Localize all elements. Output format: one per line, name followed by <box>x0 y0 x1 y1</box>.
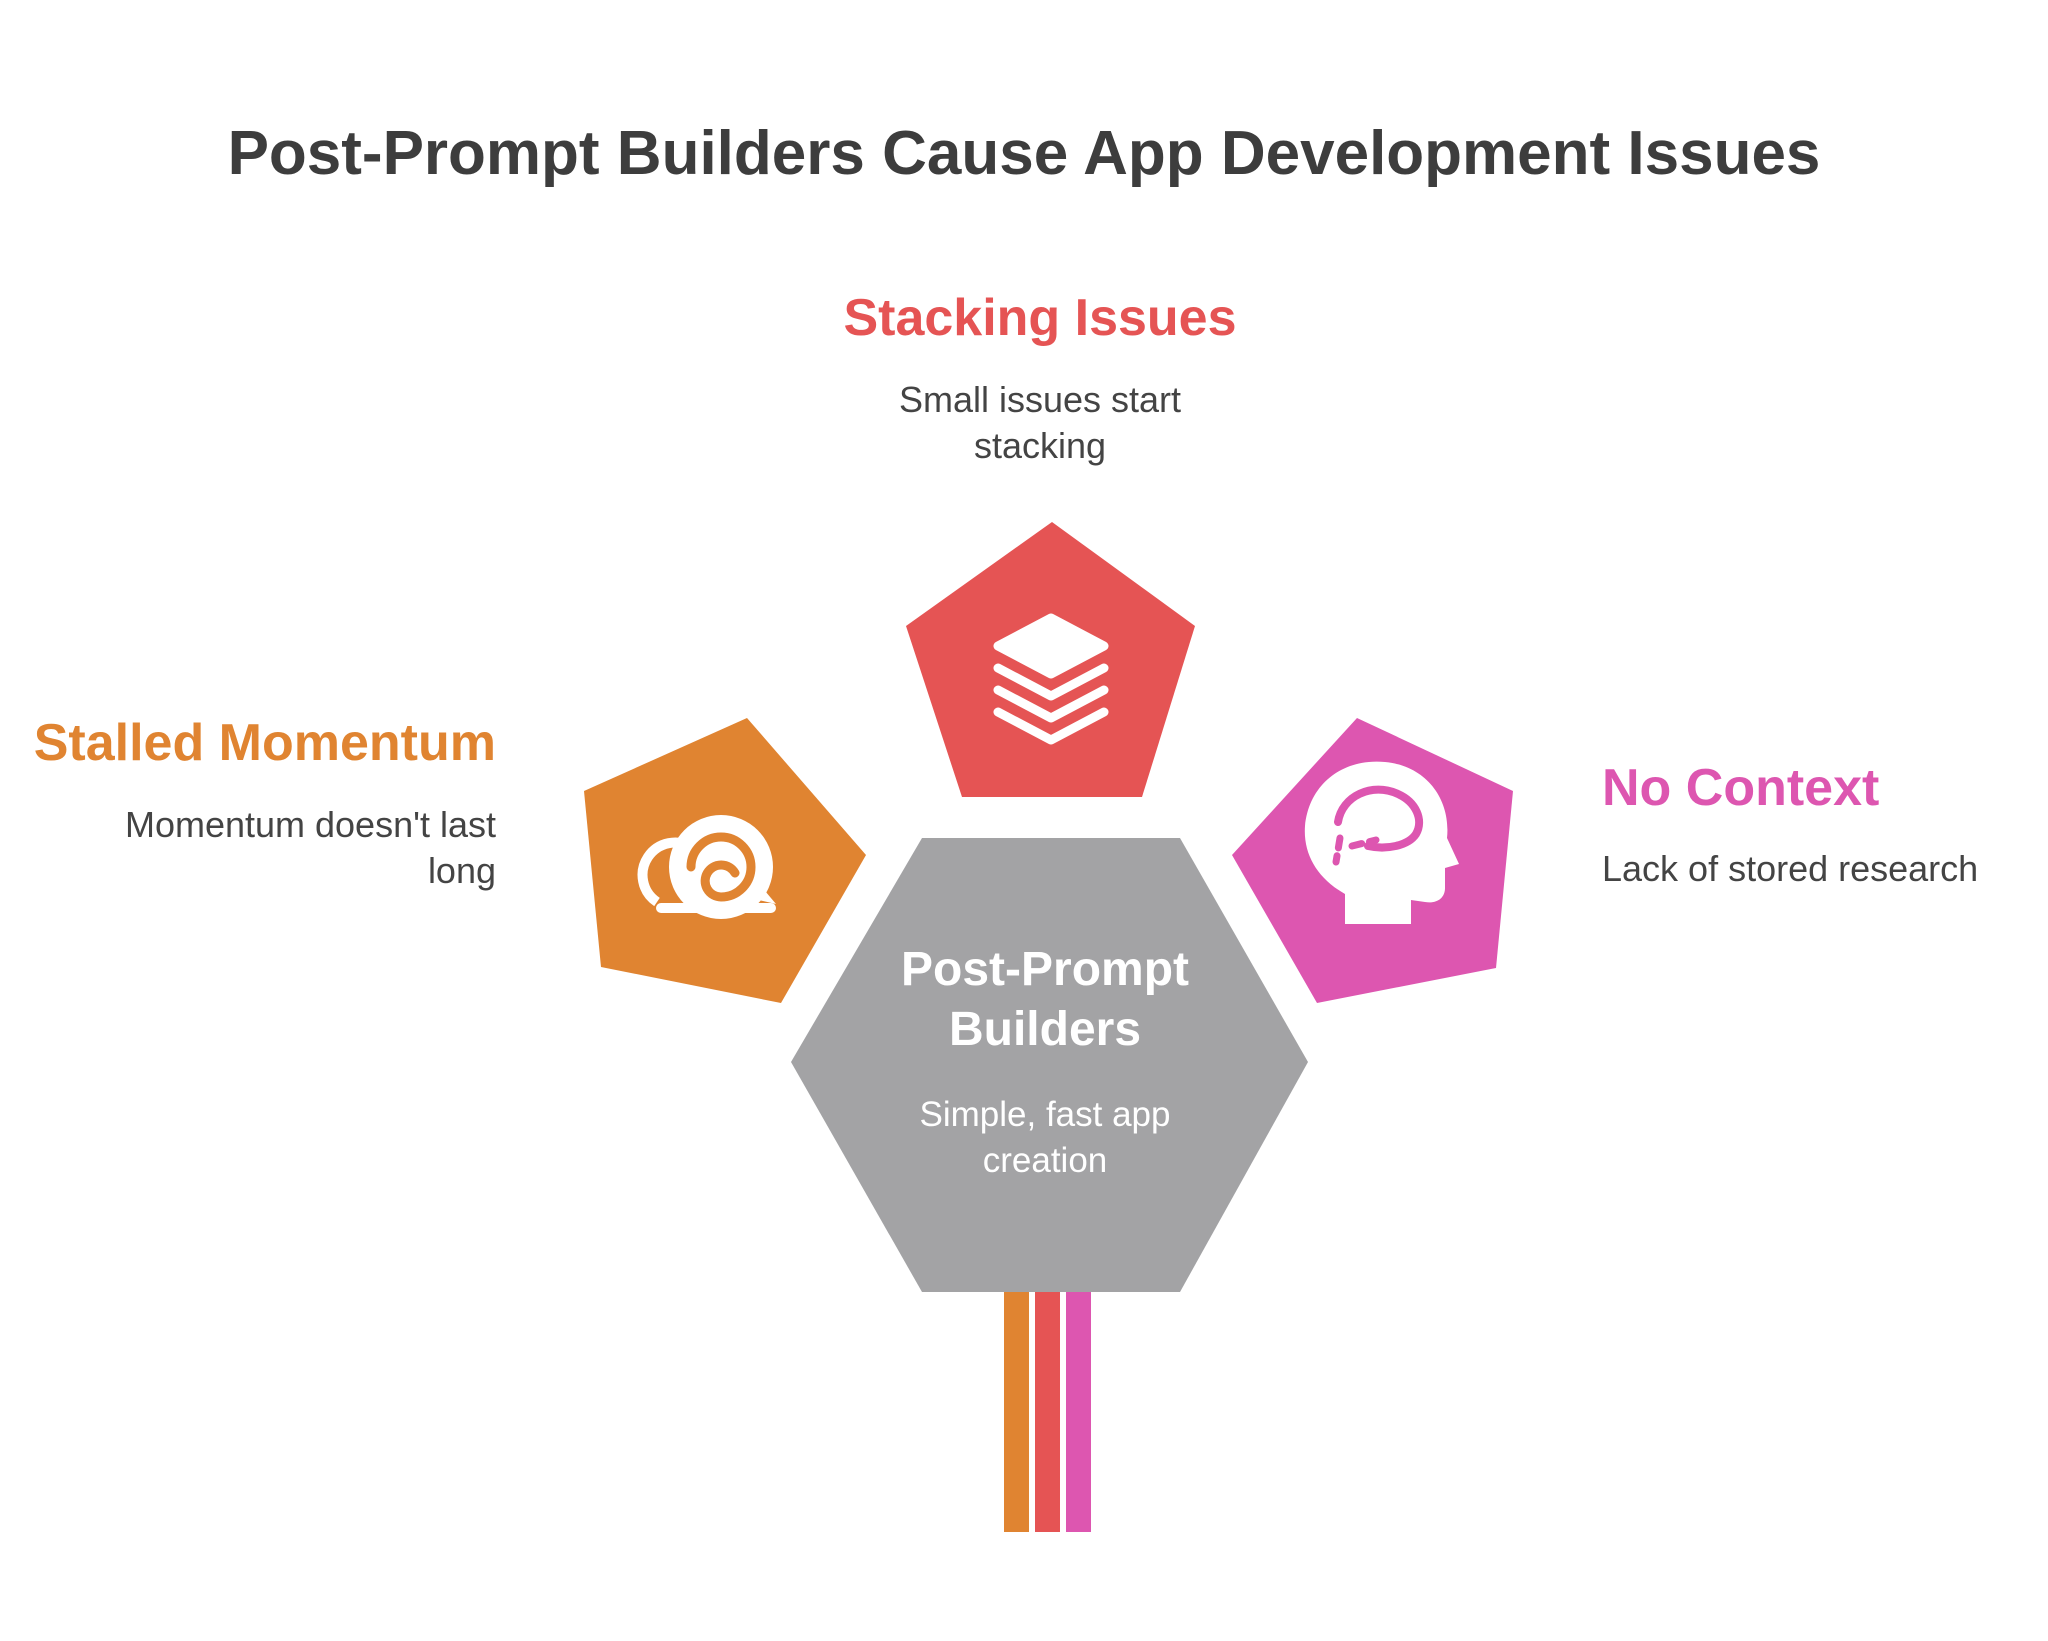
stem-bar-stacking <box>1035 1292 1060 1532</box>
momentum-title: Stalled Momentum <box>33 714 496 772</box>
stacking-description: Small issues start stacking <box>898 379 1182 466</box>
momentum-description: Momentum doesn't last long <box>124 804 496 891</box>
brain-head-icon <box>1304 761 1459 924</box>
center-description: Simple, fast app creation <box>919 1095 1171 1180</box>
snail-icon <box>637 815 776 919</box>
context-title: No Context <box>1602 759 1880 817</box>
context-description: Lack of stored research <box>1602 848 1979 889</box>
stacking-title: Stacking Issues <box>843 289 1237 347</box>
stem-bar-momentum <box>1004 1292 1029 1532</box>
stem-bars <box>1004 1292 1091 1532</box>
layers-icon <box>993 613 1109 745</box>
stem-bar-context <box>1066 1292 1091 1532</box>
page-title: Post-Prompt Builders Cause App Developme… <box>227 119 1821 188</box>
center-hexagon <box>791 838 1308 1292</box>
center-title: Post-Prompt Builders <box>901 943 1189 1056</box>
